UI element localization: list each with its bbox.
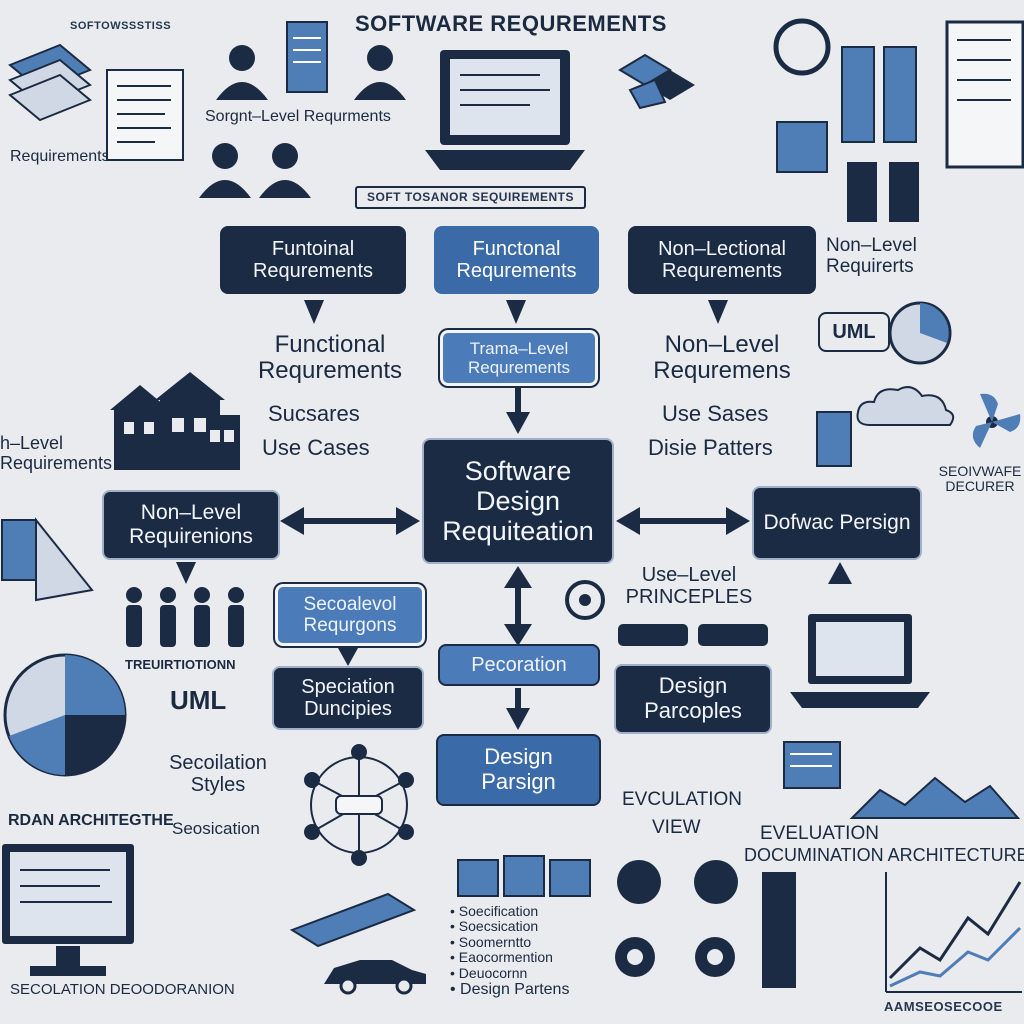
design-principles-box-right: Design Parcoples [614,664,772,734]
functional-requirements-text: Functional Requrements [257,331,403,385]
cloud-icon [856,386,955,426]
list-item: • Design Partens [450,980,570,998]
car-icon [324,960,426,995]
chip-buttons-icon [618,624,768,646]
cubes-icon [618,53,695,110]
footer-left-label: SECOLATION DEOODORANION [10,981,235,998]
secondary-level-requirements-box: Secoalevol Requrgons [275,584,425,646]
list-item: • Deuocornn [450,964,528,981]
bullet-disie-patters: Disie Patters [648,435,773,460]
double-arrow-left-icon [280,507,420,535]
top-left-label: SOFTOWSSSTISS [70,20,172,32]
server-icon [847,162,919,222]
double-arrow-vertical-icon [504,566,532,646]
network-hub-icon [304,744,414,866]
use-level-principles-label: Use–Level PRINCEPLES [625,564,753,608]
laptop-icon [425,50,585,170]
cylinder-icon [289,892,417,948]
arrow-up-icon [828,562,852,584]
person-icon [199,143,251,198]
tree-label: TREUIRTIOTIONN [125,657,236,672]
list-item: • Soecsication [450,918,539,935]
non-level-requirements-label: Non–Level Requirerts [826,235,917,277]
bullet-use-sases: Use Sases [662,401,769,426]
software-design-right-box: Dofwac Persign [752,486,922,560]
double-arrow-right-icon [616,507,750,535]
stamp-icon [617,860,661,904]
pie-chart-icon [3,653,127,777]
arrow-down-icon [304,300,324,324]
specialization-principles-box: Speciation Duncipies [272,666,424,730]
building-icon [110,372,240,470]
diagram-title: SOFTWARE REQUREMENTS [355,11,667,36]
calculator-icon [776,121,828,173]
functional-requirements-box-center: Functonal Requrements [434,226,599,294]
architecture-left-label: RDAN ARCHITEGTHE [8,812,174,829]
magnifier-icon [773,18,831,76]
monitor-icon [945,20,1024,169]
right-edge-label: SEOIVWAFE DECURER [938,463,1022,495]
desktop-monitor-icon [2,844,134,976]
design-paradigm-box-center: Design Parsign [436,734,601,806]
list-item: • Soomerntto [450,933,532,950]
gear-icon [615,937,655,977]
center-band-label: SOFT TOSANOR SEQUIREMENTS [355,186,586,210]
non-level-requirements-text: Non–Level Requremens [653,331,791,385]
arrow-down-icon [708,300,728,324]
layers-icon [8,43,92,122]
seosication-label: Seosication [172,819,260,838]
uml-label-left: UML [170,685,227,715]
functional-requirements-box-left: Funtoinal Requrements [220,226,406,294]
people-group-icon [126,587,244,647]
list-panel-icon [783,741,841,789]
footer-right-label: AAMSEOSECOOE [884,999,1003,1014]
person-icon [259,143,311,198]
pecoration-box: Pecoration [438,644,600,686]
specialization-styles-label: Secoilation Styles [169,752,267,796]
bullet-sucsares: Sucsares [268,401,360,426]
arrow-down-icon [506,300,526,324]
fan-icon [972,393,1021,448]
stamp-icon [694,860,738,904]
server-small-icon [816,411,852,467]
software-design-main-box: Software Design Requiteation [422,438,614,564]
landscape-icon [849,776,1021,819]
arrow-down-icon [338,648,358,666]
line-chart-icon [885,872,1022,993]
folder-icon [1,517,94,602]
trama-level-requirements-box: Trama–Level Requrements [440,330,598,386]
bullet-list: • Soecification • Soecsication • Soomern… [450,903,570,999]
left-requirements-label: Requirements [10,148,110,165]
non-level-requirements-box: Non–Level Requirenions [102,490,280,560]
arrow-down-icon [506,388,530,434]
arrow-down-icon [506,688,530,730]
list-item: • Eaocormention [450,949,553,966]
server-tower-icon [762,872,796,988]
gear-icon [695,937,735,977]
clipboard-icon [286,21,328,93]
documentation-architecture-label: DOCUMINATION ARCHITECTURE [744,845,1024,865]
chart-circle-icon [888,301,952,365]
evaluation-label-2: EVELUATION [760,823,879,844]
person-icon [354,45,406,100]
settings-icon [565,580,605,620]
top-center-sublabel: Sorgnt–Level Requrments [205,108,391,125]
view-label: VIEW [652,817,701,838]
list-item: • Soecification [450,903,539,919]
uml-badge-top: UML [818,312,890,352]
document-icon [106,69,184,161]
arrow-down-icon [176,562,196,584]
monitor-icon [790,614,930,708]
left-edge-requirements-label: h–Level Requirements [0,433,113,473]
evaluation-label: EVCULATION [622,789,743,810]
folders-icon [457,855,591,897]
server-rack-icon [841,46,917,143]
bullet-use-cases-left: Use Cases [262,435,370,460]
person-icon [216,45,268,100]
non-functional-requirements-box: Non–Lectional Requrements [628,226,816,294]
